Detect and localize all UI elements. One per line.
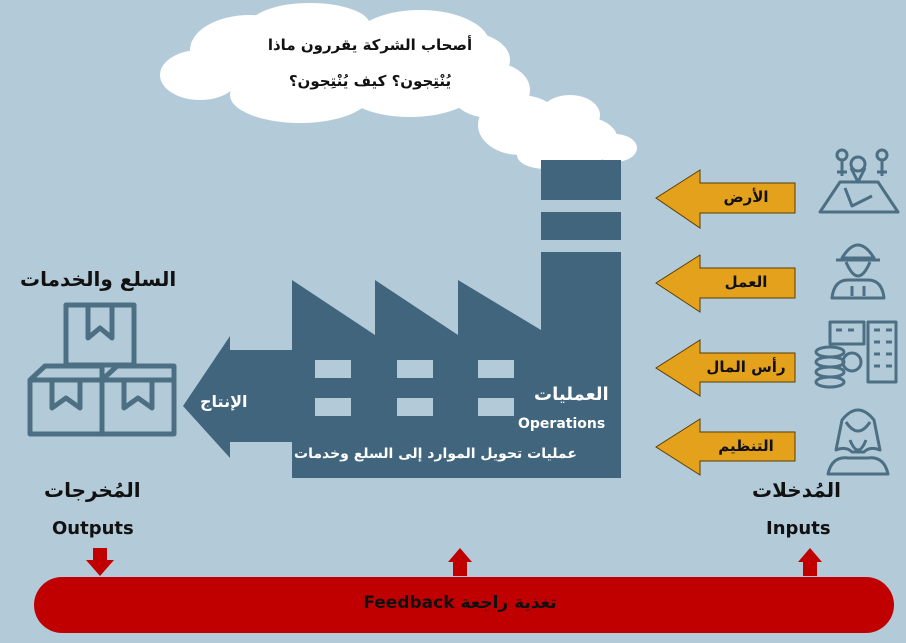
worker-icon xyxy=(830,243,886,300)
entrepreneur-icon xyxy=(826,408,890,476)
cloud-line-2: يُنْتِجون؟ كيف يُنْتِجون؟ xyxy=(288,72,452,90)
chimney-top xyxy=(541,160,621,200)
chimney-base xyxy=(541,252,621,332)
factory-windows xyxy=(315,360,514,416)
input-label-land: الأرض xyxy=(723,188,769,206)
input-label-entrepreneurship: التنظيم xyxy=(718,437,774,455)
factory-sawtooth-body xyxy=(292,280,621,478)
feedback-up-arrow-inputs xyxy=(798,548,822,562)
cloud-line-1: أصحاب الشركة يقررون ماذا xyxy=(267,36,473,54)
cloud-shape xyxy=(160,3,637,169)
factory-building xyxy=(183,160,621,478)
feedback-loop xyxy=(34,548,894,633)
feedback-up-arrow-middle xyxy=(448,548,472,562)
outputs-title-ar: المُخرجات xyxy=(44,478,141,502)
capital-coins-building-icon xyxy=(814,320,898,389)
inputs-title-ar: المُدخلات xyxy=(752,478,842,502)
boxes-icon xyxy=(27,302,177,437)
input-label-capital: رأس المال xyxy=(706,358,786,376)
feedback-label: تغذية راجعة Feedback xyxy=(363,593,557,613)
production-arrow xyxy=(183,336,292,458)
production-label: الإنتاج xyxy=(200,392,248,411)
chimney-middle xyxy=(541,212,621,240)
outputs-title-en: Outputs xyxy=(52,518,134,539)
land-map-icon xyxy=(818,148,900,214)
input-label-labor: العمل xyxy=(724,273,768,291)
operations-label-en: Operations xyxy=(518,416,606,432)
operations-label-ar: العمليات xyxy=(534,384,609,405)
inputs-title-en: Inputs xyxy=(766,518,831,539)
goods-services-label: السلع والخدمات xyxy=(20,267,177,291)
operations-description: عمليات تحويل الموارد إلى السلع وخدمات xyxy=(294,446,577,462)
input-arrows xyxy=(655,169,796,476)
